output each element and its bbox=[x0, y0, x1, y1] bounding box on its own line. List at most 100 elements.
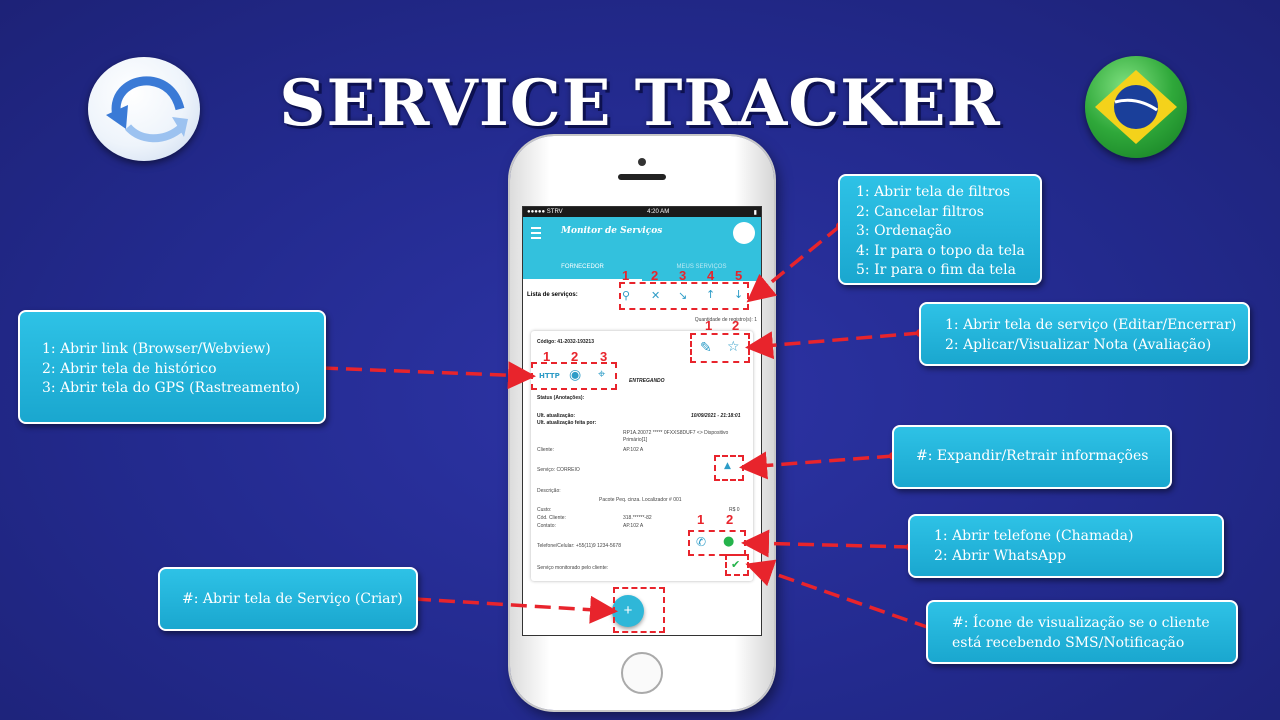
client-label: Cliente: bbox=[537, 447, 554, 453]
number-label: 2 bbox=[726, 512, 734, 527]
app-bar-logo-icon[interactable] bbox=[733, 222, 755, 244]
phone-number: Telefone/Celular: +55(11)9 1234-5678 bbox=[537, 543, 621, 549]
callout-line: #: Abrir tela de Serviço (Criar) bbox=[182, 591, 403, 607]
number-label: 1 bbox=[705, 318, 713, 333]
last-update-by-label: Ult. atualização feita por: bbox=[537, 420, 597, 426]
filter-bar: Lista de serviços: bbox=[523, 281, 761, 311]
tab-meus-servicos[interactable]: MEUS SERVIÇOS bbox=[676, 264, 727, 270]
record-count: Quantidade de registro(s): 1 bbox=[694, 317, 757, 323]
number-label: 2 bbox=[732, 318, 740, 333]
number-label: 2 bbox=[651, 268, 659, 283]
carrier-label: ●●●●● STRV bbox=[527, 209, 563, 215]
filter-icons-highlight bbox=[619, 282, 749, 310]
phone-icon[interactable]: ✆ bbox=[696, 535, 707, 549]
callout-filters: 1: Abrir tela de filtros 2: Cancelar fil… bbox=[838, 174, 1042, 285]
callout-expand: #: Expandir/Retrair informações bbox=[892, 425, 1172, 489]
arrow-down-icon[interactable]: ↓ bbox=[734, 288, 744, 301]
number-label: 5 bbox=[735, 268, 743, 283]
monitored-label: Serviço monitorado pelo cliente: bbox=[537, 565, 609, 571]
check-circle-icon: ✔ bbox=[731, 558, 741, 571]
list-label: Lista de serviços: bbox=[527, 292, 578, 298]
contact-actions-highlight bbox=[688, 530, 746, 556]
chevron-up-icon[interactable]: ▲ bbox=[724, 461, 731, 471]
callout-line: 2: Abrir tela de histórico bbox=[42, 360, 217, 377]
callout-line: 1: Abrir telefone (Chamada) bbox=[934, 528, 1134, 544]
status-label: Status (Anotações): bbox=[537, 395, 585, 401]
phone-screen: ●●●●● STRV 4:20 AM ▮ Monitor de Serviços… bbox=[522, 206, 762, 636]
number-label: 2 bbox=[571, 349, 579, 364]
sort-icon[interactable]: ↘ bbox=[678, 289, 688, 302]
callout-line: #: Expandir/Retrair informações bbox=[916, 448, 1149, 464]
callout-create: #: Abrir tela de Serviço (Criar) bbox=[158, 567, 418, 631]
number-label: 1 bbox=[543, 349, 551, 364]
monitor-highlight bbox=[725, 554, 749, 576]
callout-line: 5: Ir para o fim da tela bbox=[856, 262, 1016, 278]
callout-line: #: Ícone de visualização se o cliente bbox=[952, 615, 1210, 631]
device-value: RP1A.20072 ***** 0FXXS8DUF7 <> Dispositi… bbox=[623, 430, 729, 443]
cost-label: Custo: bbox=[537, 507, 552, 513]
callout-line: está recebendo SMS/Notificação bbox=[952, 634, 1185, 651]
service-type: Serviço: CORREIO bbox=[537, 467, 580, 473]
battery-icon: ▮ bbox=[753, 209, 757, 216]
app-bar: Monitor de Serviços bbox=[523, 217, 761, 259]
service-card: Código: 41-2032-193213 ENTREGANDO Status… bbox=[531, 331, 753, 581]
tab-fornecedor[interactable]: FORNECEDOR bbox=[523, 259, 642, 281]
cost-value: R$ 0 bbox=[729, 507, 740, 513]
status-time: 4:20 AM bbox=[647, 209, 670, 215]
location-pin-icon[interactable]: ⌖ bbox=[598, 367, 606, 382]
arrow-up-icon[interactable]: ↑ bbox=[706, 288, 716, 301]
contact-label: Contato: bbox=[537, 523, 556, 529]
number-label: 4 bbox=[707, 268, 715, 283]
callout-sms: #: Ícone de visualização se o cliente es… bbox=[926, 600, 1238, 664]
app-logo bbox=[88, 57, 200, 161]
status-bar: ●●●●● STRV 4:20 AM ▮ bbox=[523, 207, 761, 217]
app-title: Monitor de Serviços bbox=[561, 226, 663, 236]
link-actions-highlight bbox=[531, 362, 617, 390]
callout-line: 2: Abrir WhatsApp bbox=[934, 547, 1067, 564]
number-label: 1 bbox=[622, 268, 630, 283]
eye-icon[interactable]: ◉ bbox=[569, 367, 582, 383]
client-code-label: Cód. Cliente: bbox=[537, 515, 566, 521]
status-word: ENTREGANDO bbox=[629, 378, 665, 384]
number-label: 3 bbox=[600, 349, 608, 364]
callout-line: 4: Ir para o topo da tela bbox=[856, 242, 1025, 259]
callout-line: 3: Abrir tela do GPS (Rastreamento) bbox=[42, 380, 301, 396]
menu-icon[interactable] bbox=[531, 227, 541, 239]
fab-highlight bbox=[613, 587, 665, 633]
phone-speaker bbox=[618, 174, 666, 180]
tab-bar: FORNECEDOR MEUS SERVIÇOS bbox=[523, 259, 761, 281]
number-label: 1 bbox=[697, 512, 705, 527]
client-code-value: 318.******-82 bbox=[623, 515, 652, 521]
number-label: 3 bbox=[679, 268, 687, 283]
whatsapp-icon[interactable]: ● bbox=[723, 534, 735, 549]
last-update-label: Ult. atualização: bbox=[537, 413, 576, 419]
home-button[interactable] bbox=[621, 652, 663, 694]
callout-links: 1: Abrir link (Browser/Webview) 2: Abrir… bbox=[18, 310, 326, 424]
service-code: Código: 41-2032-193213 bbox=[537, 339, 594, 345]
callout-service: 1: Abrir tela de serviço (Editar/Encerra… bbox=[919, 302, 1250, 366]
close-icon[interactable]: ✕ bbox=[651, 289, 661, 302]
card-actions-highlight bbox=[690, 333, 750, 363]
client-value: AP.102 A bbox=[623, 447, 644, 453]
edit-icon[interactable]: ✎ bbox=[700, 340, 712, 356]
callout-line: 2: Cancelar filtros bbox=[856, 203, 984, 220]
callout-line: 1: Abrir tela de filtros bbox=[856, 184, 1011, 200]
callout-line: 2: Aplicar/Visualizar Nota (Avaliação) bbox=[945, 336, 1212, 353]
brazil-flag-icon bbox=[1085, 56, 1187, 158]
refresh-arrow-icon bbox=[106, 76, 188, 143]
expand-highlight bbox=[714, 455, 744, 481]
star-icon[interactable]: ☆ bbox=[727, 339, 740, 355]
search-icon[interactable]: ⚲ bbox=[622, 289, 631, 302]
description-value: Pacote Peq. cinza. Localizador # 001 bbox=[599, 497, 682, 503]
callout-line: 1: Abrir link (Browser/Webview) bbox=[42, 341, 271, 357]
description-label: Descrição: bbox=[537, 488, 561, 494]
page-title: SERVICE TRACKER bbox=[279, 66, 1001, 141]
callout-line: 3: Ordenação bbox=[856, 223, 952, 239]
callout-line: 1: Abrir tela de serviço (Editar/Encerra… bbox=[945, 317, 1237, 333]
http-icon[interactable]: HTTP bbox=[539, 372, 560, 380]
contact-value: AP.102 A bbox=[623, 523, 644, 529]
last-update-value: 10/09/2021 - 21:18:01 bbox=[691, 413, 741, 419]
callout-phone: 1: Abrir telefone (Chamada) 2: Abrir Wha… bbox=[908, 514, 1224, 578]
phone-mockup: ●●●●● STRV 4:20 AM ▮ Monitor de Serviços… bbox=[510, 136, 774, 710]
phone-camera bbox=[638, 158, 646, 166]
